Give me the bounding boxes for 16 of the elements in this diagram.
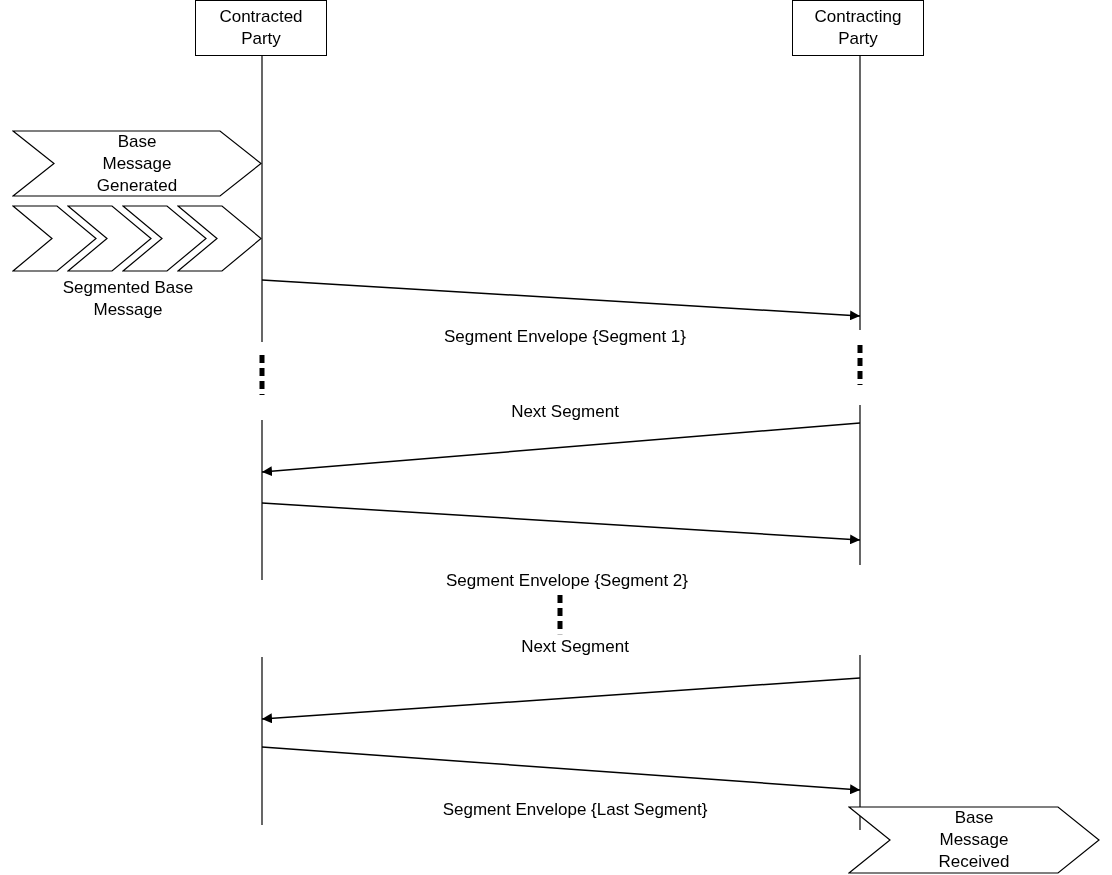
node-label: Contracting Party (813, 6, 903, 50)
node-label: Base Message Received (937, 807, 1011, 873)
message-arrow (261, 677, 861, 724)
node-label: Base Message Generated (95, 130, 179, 197)
chevron-shape (122, 205, 207, 272)
chevron-shape (12, 205, 97, 272)
message-arrow (261, 279, 861, 321)
chevron-shape (177, 205, 262, 272)
chevron-shape (12, 130, 262, 197)
chevron-shape (67, 205, 152, 272)
message-arrow (261, 746, 861, 795)
chevron-shape (848, 806, 1100, 874)
node-label: Contracted Party (218, 6, 304, 50)
message-arrow (261, 502, 861, 545)
caption-text: Segmented Base Message (61, 277, 195, 321)
message-arrow (261, 422, 861, 477)
